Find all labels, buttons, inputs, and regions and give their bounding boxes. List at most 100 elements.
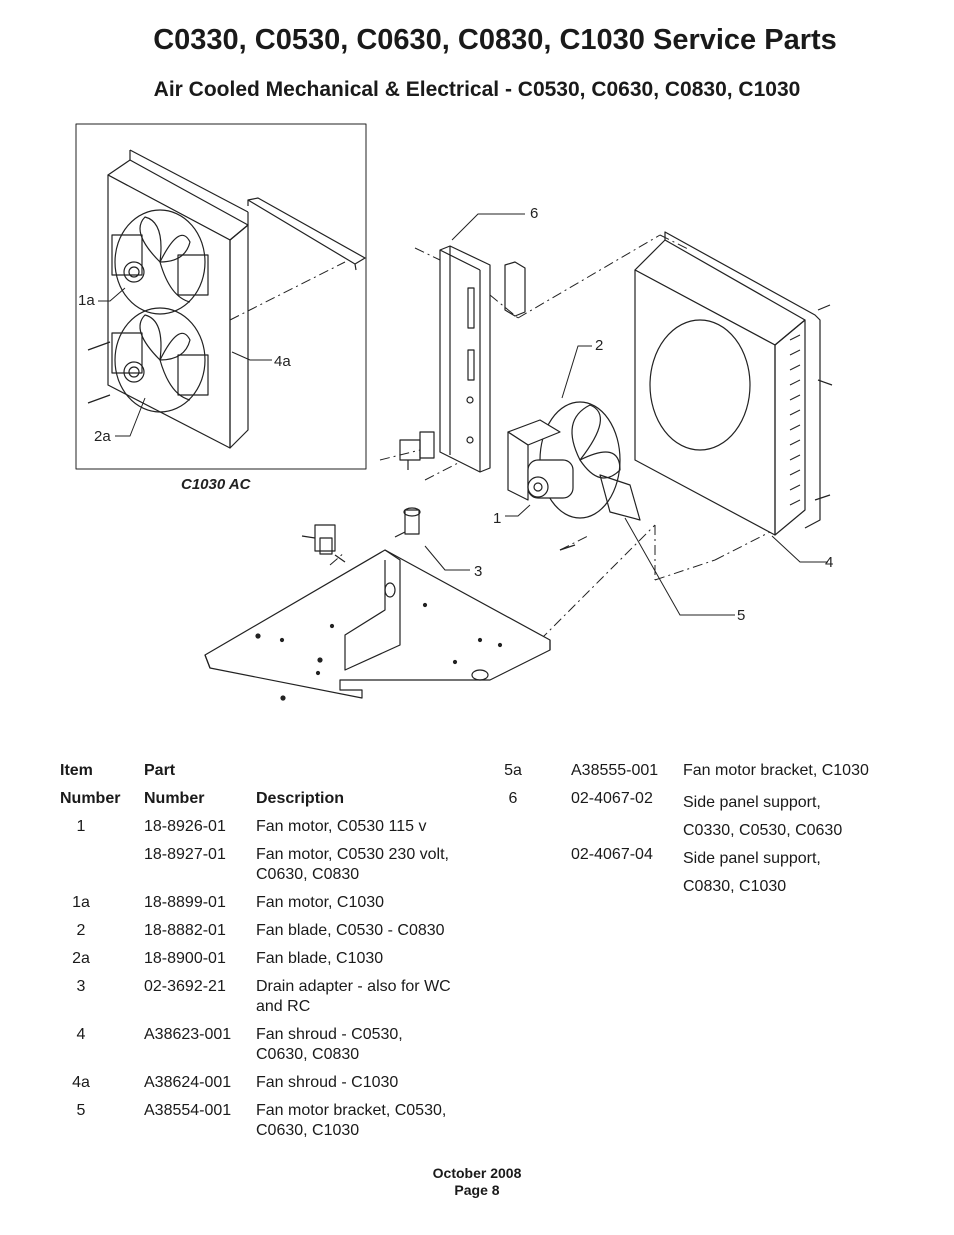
description: Side panel support, C0830, C1030 <box>683 845 821 901</box>
part-number: A38554-001 <box>144 1102 232 1119</box>
description: Fan shroud - C1030 <box>256 1073 398 1093</box>
leader-lines <box>98 213 828 616</box>
part-number: 02-4067-02 <box>571 790 653 807</box>
callout-6: 6 <box>530 205 538 222</box>
part-number: 02-4067-04 <box>571 846 653 863</box>
part-number: 18-8900-01 <box>144 950 226 967</box>
description: Fan motor, C1030 <box>256 893 384 913</box>
header-item: Item <box>60 762 93 779</box>
right-table-body: 5a A38555-001 Fan motor bracket, C1030 6 02-… <box>503 761 923 901</box>
description-line: Fan motor, C1030 <box>256 894 385 911</box>
left-table-body: 1 18-8926-01 Fan motor, C0530 115 v 18-8927… <box>60 817 500 1149</box>
table-row: 5 A38554-001 Fan motor bracket, C0530, C063… <box>60 1101 500 1149</box>
description-line: Fan motor, C0530 230 volt, <box>256 846 449 863</box>
description-line: Fan motor, C0530 115 v <box>256 818 427 835</box>
description-line: C0330, C0530, C0630 <box>683 822 843 839</box>
table-row: 18-8927-01 Fan motor, C0530 230 volt, C063… <box>60 845 500 893</box>
small-panel <box>504 261 526 317</box>
description: Fan motor bracket, C0530, C0630, C1030 <box>256 1101 446 1141</box>
table-row: 1 18-8926-01 Fan motor, C0530 115 v <box>60 817 500 845</box>
description-line: Side panel support, <box>683 850 821 867</box>
item-number: 2 <box>76 922 86 939</box>
water-valve <box>301 524 346 563</box>
callout-1a: 1a <box>78 292 95 309</box>
item-number: 4a <box>72 1074 90 1091</box>
part-number: 18-8899-01 <box>144 894 226 911</box>
parts-table-left: Item Part Number Number Description 1 18-… <box>60 761 500 1149</box>
description: Fan motor, C0530 230 volt, C0630, C0830 <box>256 845 449 885</box>
part-number: 18-8927-01 <box>144 846 226 863</box>
part-number: A38555-001 <box>571 762 659 779</box>
description-line: C0630, C0830 <box>256 866 360 883</box>
item-number: 4 <box>76 1026 86 1043</box>
header-part: Part <box>144 762 176 779</box>
description-line: Fan blade, C1030 <box>256 950 384 967</box>
table-row: 4a A38624-001 Fan shroud - C1030 <box>60 1073 500 1101</box>
description: Fan blade, C0530 - C0830 <box>256 921 445 941</box>
description: Side panel support, C0330, C0530, C0630 <box>683 789 842 845</box>
item-number: 5 <box>76 1102 86 1119</box>
part-number: A38624-001 <box>144 1074 232 1091</box>
callout-4a: 4a <box>274 353 291 370</box>
footer-date: October 2008 <box>432 1165 522 1181</box>
part-number: 18-8926-01 <box>144 818 226 835</box>
parts-table-right: 5a A38555-001 Fan motor bracket, C1030 6 02-… <box>503 761 923 901</box>
description-line: Side panel support, <box>683 794 821 811</box>
description-line: C0630, C1030 <box>256 1122 360 1139</box>
part-number: A38623-001 <box>144 1026 232 1043</box>
part-number: 18-8882-01 <box>144 922 226 939</box>
item-number: 5a <box>504 762 522 779</box>
inset-frame <box>75 123 367 470</box>
table-row: 02-4067-04 Side panel support, C0830, C103… <box>503 845 923 901</box>
item-number: 1a <box>72 894 90 911</box>
item-number: 1 <box>76 818 86 835</box>
table-row: 5a A38555-001 Fan motor bracket, C1030 <box>503 761 923 789</box>
header-part-number: Number <box>144 790 205 807</box>
drain-adapter <box>394 507 421 538</box>
part-number: 02-3692-21 <box>144 978 226 995</box>
callout-2a: 2a <box>94 428 111 445</box>
assembly-lines <box>229 234 771 641</box>
callout-5: 5 <box>737 607 745 624</box>
base-plate <box>204 549 551 701</box>
table-row: 6 02-4067-02 Side panel support, C0330, C05… <box>503 789 923 845</box>
condenser-shroud <box>634 231 833 536</box>
header-item-number: Number <box>60 790 121 807</box>
description: Fan shroud - C0530, C0630, C0830 <box>256 1025 403 1065</box>
table-row: 2a 18-8900-01 Fan blade, C1030 <box>60 949 500 977</box>
callout-1: 1 <box>493 510 501 527</box>
callout-3: 3 <box>474 563 482 580</box>
callout-4: 4 <box>825 554 833 571</box>
description: Fan motor, C0530 115 v <box>256 817 426 837</box>
valve-upper <box>399 431 435 470</box>
description-line: C0630, C0830 <box>256 1046 360 1063</box>
description-line: Fan motor bracket, C1030 <box>683 762 869 779</box>
footer-page: Page 8 <box>454 1182 500 1198</box>
top-bracket-bar <box>247 197 366 265</box>
table-header-row-2: Number Number Description <box>60 789 500 817</box>
description-line: Fan motor bracket, C0530, <box>256 1102 447 1119</box>
table-header-row-1: Item Part <box>60 761 500 789</box>
page-subtitle: Air Cooled Mechanical & Electrical - C05… <box>153 78 801 101</box>
table-row: 4 A38623-001 Fan shroud - C0530, C0630, C08… <box>60 1025 500 1073</box>
fan-motor-assembly <box>507 401 641 551</box>
page-title: C0330, C0530, C0630, C0830, C1030 Servic… <box>153 24 837 56</box>
callout-2: 2 <box>595 337 603 354</box>
description: Fan blade, C1030 <box>256 949 383 969</box>
header-description: Description <box>256 790 345 807</box>
table-row: 2 18-8882-01 Fan blade, C0530 - C0830 <box>60 921 500 949</box>
footer: October 2008 Page 8 <box>0 1165 954 1199</box>
description: Fan motor bracket, C1030 <box>683 761 869 781</box>
item-number: 2a <box>72 950 90 967</box>
item-number: 6 <box>508 790 518 807</box>
table-row: 1a 18-8899-01 Fan motor, C1030 <box>60 893 500 921</box>
exploded-parts-diagram: 1a 4a 2a 6 2 1 3 4 5 C1030 AC <box>75 123 833 701</box>
description-line: Fan blade, C0530 - C0830 <box>256 922 445 939</box>
description-line: C0830, C1030 <box>683 878 787 895</box>
description-line: Fan shroud - C0530, <box>256 1026 403 1043</box>
description-line: Fan shroud - C1030 <box>256 1074 399 1091</box>
description-line: and RC <box>256 998 311 1015</box>
inset-shroud <box>87 149 249 449</box>
